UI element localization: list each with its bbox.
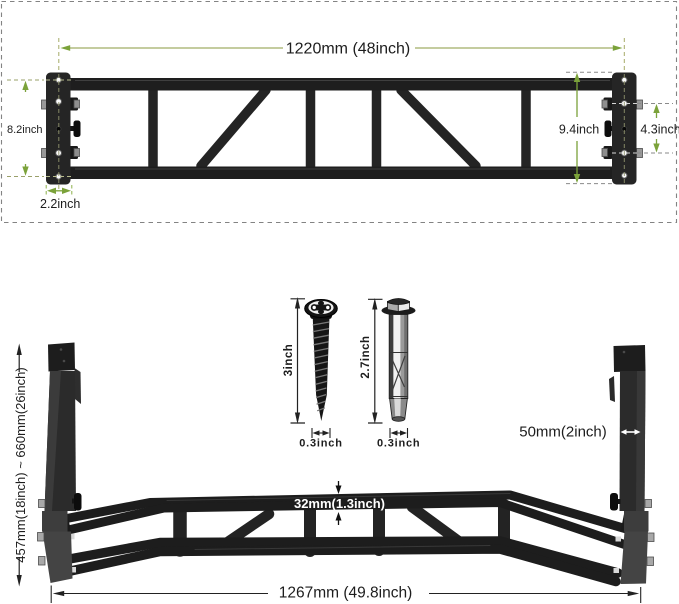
svg-text:50mm(2inch): 50mm(2inch) bbox=[519, 424, 607, 441]
svg-text:1267mm (49.8inch): 1267mm (49.8inch) bbox=[279, 585, 413, 602]
svg-text:2.2inch: 2.2inch bbox=[40, 197, 80, 211]
svg-text:4.3inch: 4.3inch bbox=[640, 123, 679, 137]
svg-text:0.3inch: 0.3inch bbox=[377, 438, 421, 450]
svg-text:9.4inch: 9.4inch bbox=[559, 123, 599, 137]
svg-text:3inch: 3inch bbox=[283, 344, 295, 377]
svg-text:8.2inch: 8.2inch bbox=[7, 124, 42, 136]
svg-text:0.3inch: 0.3inch bbox=[299, 438, 343, 450]
svg-text:457mm(18inch) ~ 660mm(26inch): 457mm(18inch) ~ 660mm(26inch) bbox=[13, 367, 28, 562]
svg-text:1220mm (48inch): 1220mm (48inch) bbox=[286, 41, 411, 58]
svg-text:32mm(1.3inch): 32mm(1.3inch) bbox=[294, 496, 385, 511]
svg-text:2.7inch: 2.7inch bbox=[360, 335, 372, 378]
